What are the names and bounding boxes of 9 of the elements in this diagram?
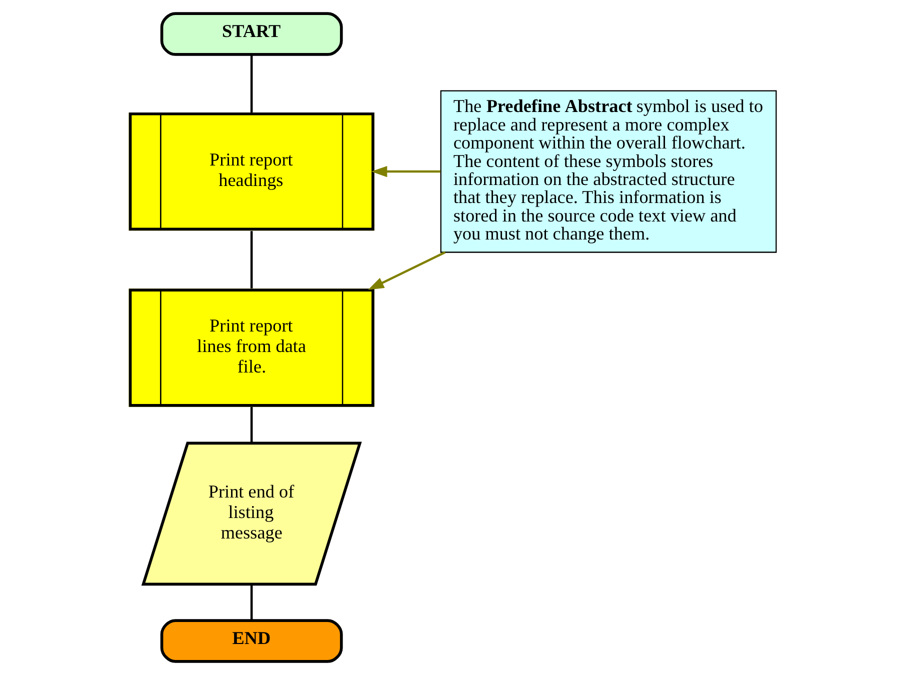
connector [250,230,253,288]
node-box: END [160,618,343,662]
connector [250,54,253,112]
node-box: The Predefine Abstract symbol is used to replace and represent a more complex component within the overall flowchart. The content of these symbols stores information on the abstracted structure that they replace. This information is stored in the source code text view and you must not change them. [440,90,777,252]
node-box: START [160,12,343,56]
connector [250,584,253,620]
connector [250,406,253,442]
arrow [371,165,440,177]
arrow [368,250,446,290]
